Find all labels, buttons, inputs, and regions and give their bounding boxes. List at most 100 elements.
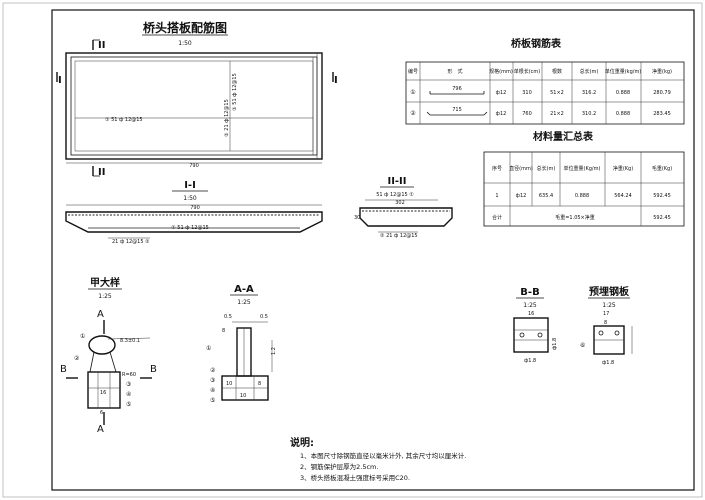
plan-dim-width: 790 [189, 163, 199, 169]
detail-aa-d6: 10 [226, 381, 232, 387]
detail-b-b: B-B 1:25 16 ф1.8 ф1.8 [513, 287, 558, 364]
rebar-r1-count: 51×2 [550, 90, 564, 96]
notes-line-1: 1、本图尺寸除钢筋直径以毫米计外, 其余尺寸均以厘米计. [300, 451, 466, 460]
bolt-hole-icon [598, 330, 604, 336]
detail-jia-plate [87, 371, 121, 409]
detail-jia-6: 6 [100, 410, 103, 416]
rebar-hook [426, 111, 431, 116]
detail-aa-d7: 10 [240, 393, 246, 399]
sheet-frame [51, 9, 695, 491]
notes-heading: 说明: [290, 436, 314, 449]
section-ii-title: II-II [387, 176, 406, 187]
detail-aa-c3: ③ [210, 377, 215, 384]
rebar-r1-id: ① [410, 89, 415, 96]
summary-no: 1 [495, 193, 498, 199]
detail-jia-ring [88, 335, 116, 355]
detail-bb-title: B-B [520, 287, 539, 298]
detail-aa-d1: 0.5 [224, 314, 232, 320]
detail-aa-c2: ② [210, 367, 216, 374]
bracket-edge [109, 351, 117, 373]
summary-th-3: 单位重量(Kg/m) [564, 165, 601, 172]
section-ii-slab [359, 207, 453, 227]
detail-plate-title: 预埋钢板 [589, 285, 630, 298]
detail-jia-c4: ④ [126, 391, 131, 398]
rebar-table-title: 桥板钢筋表 [511, 37, 562, 50]
summary-th-0: 序号 [492, 165, 502, 172]
rebar-th-1: 形 式 [447, 68, 462, 75]
detail-plate-d2: 8 [604, 320, 607, 326]
summary-net: 564.24 [614, 193, 632, 199]
detail-plate-d3: ф1.8 [602, 360, 614, 366]
main-title: 桥头搭板配筋图 [143, 20, 227, 35]
section-ii-rebar-1: 51 ф 12@15 ① [376, 192, 414, 198]
detail-aa-c4: ④ [210, 387, 215, 394]
rebar-r2-spec: ф12 [496, 111, 507, 117]
rebar-table: 桥板钢筋表 编号 形 式 规格(mm) 单根长(cm) 根数 总长(m) 单位重… [405, 37, 685, 125]
plan-view: 桥头搭板配筋图 1:50 II I I ② 21 ф 12@15 ① 51 ф … [56, 20, 338, 178]
rebar-r1-unitwt: 0.888 [616, 90, 630, 96]
detail-bb-d2: ф1.8 [524, 358, 536, 364]
detail-jia-c5: ⑤ [126, 401, 131, 408]
rebar-th-6: 单位重量(kg/m) [605, 68, 642, 75]
detail-plate-scale: 1:25 [602, 302, 616, 309]
summary-total-value: 592.45 [653, 215, 671, 221]
detail-jia: 甲大样 1:25 A A B B 8.3±0.1 R=60 16 6 ① ② ③… [60, 276, 157, 435]
notes-line-3: 3、桥头搭板混凝土强度标号采用C20. [300, 473, 410, 482]
detail-aa-c1: ① [206, 345, 211, 352]
rebar-th-0: 编号 [408, 68, 418, 75]
rebar-r2-id: ② [410, 110, 416, 117]
section-i-rebar-2: 21 ф 12@15 ② [112, 239, 150, 245]
detail-plate-c6: ⑥ [580, 342, 585, 349]
summary-gross: 592.45 [653, 193, 671, 199]
rebar-r1-total: 316.2 [582, 90, 596, 96]
summary-th-4: 净重(Kg) [613, 165, 633, 172]
leader-line [107, 337, 151, 340]
section-ii-rebar-2: ② 21 ф 12@15 [380, 233, 418, 239]
detail-aa-d2: 0.5 [260, 314, 268, 320]
detail-bb-d3: ф1.8 [552, 338, 558, 350]
detail-aa-d5: 8 [258, 381, 261, 387]
rebar-th-3: 单根长(cm) [514, 68, 541, 75]
summary-table: 材料量汇总表 序号 直径(mm) 总长(m) 单位重量(Kg/m) 净重(Kg)… [483, 130, 685, 227]
summary-dia: ф12 [516, 193, 527, 199]
section-ii-side-dim: 30 [354, 215, 360, 221]
detail-bb-scale: 1:25 [523, 302, 537, 309]
section-i-i: I-I 1:50 790 ① 51 ф 12@15 21 ф 12@15 ② [65, 180, 323, 245]
rebar-r2-total: 310.2 [582, 111, 596, 117]
rebar-th-2: 规格(mm) [489, 68, 513, 75]
section-i-title: I-I [184, 180, 196, 191]
detail-jia-title: 甲大样 [90, 276, 120, 289]
detail-a-a: A-A 1:25 0.5 0.5 8 10 10 8 1.2 ① ② ③ ④ ⑤ [206, 284, 277, 404]
rebar-th-7: 净重(kg) [652, 68, 672, 75]
summary-table-title: 材料量汇总表 [533, 130, 594, 143]
section-i-rebar-1: ① 51 ф 12@15 [171, 225, 209, 231]
notes: 说明: 1、本图尺寸除钢筋直径以毫米计外, 其余尺寸均以厘米计. 2、钢筋保护层… [290, 436, 466, 482]
detail-jia-cut-a-bottom: A [97, 424, 104, 435]
detail-aa-d3: 1.2 [271, 347, 277, 355]
detail-aa-d4: 8 [222, 328, 225, 334]
summary-total: 635.4 [539, 193, 553, 199]
detail-jia-16: 16 [100, 390, 106, 396]
detail-jia-scale: 1:25 [98, 293, 112, 300]
section-i-scale: 1:50 [183, 195, 197, 202]
main-scale: 1:50 [178, 40, 192, 47]
plan-rebar-2-label-b: ① 51 ф 12@15 [232, 73, 238, 111]
rebar-r2-shape: 715 [452, 107, 462, 113]
detail-bb-plate [513, 317, 549, 353]
rebar-th-5: 总长(m) [580, 68, 599, 75]
rebar-r2-count: 21×2 [550, 111, 564, 117]
detail-jia-cut-b-right: B [150, 364, 157, 375]
rebar-r1-shape: 796 [452, 86, 462, 92]
summary-th-5: 毛重(Kg) [652, 165, 672, 172]
detail-jia-cut-a-top: A [97, 309, 104, 320]
detail-plate-d1: 17 [603, 311, 609, 317]
cut-mark-ii-top: II [98, 40, 105, 51]
rebar-r1-spec: ф12 [496, 90, 507, 96]
summary-total-label: 合计 [492, 214, 502, 221]
detail-jia-c3: ③ [126, 381, 131, 388]
section-ii-ii: II-II 51 ф 12@15 ① 302 30 ② 21 ф 12@15 [354, 176, 453, 239]
detail-jia-r: R=60 [122, 372, 136, 378]
cut-mark-i-right: I [334, 75, 338, 86]
detail-aa-title: A-A [234, 284, 254, 295]
